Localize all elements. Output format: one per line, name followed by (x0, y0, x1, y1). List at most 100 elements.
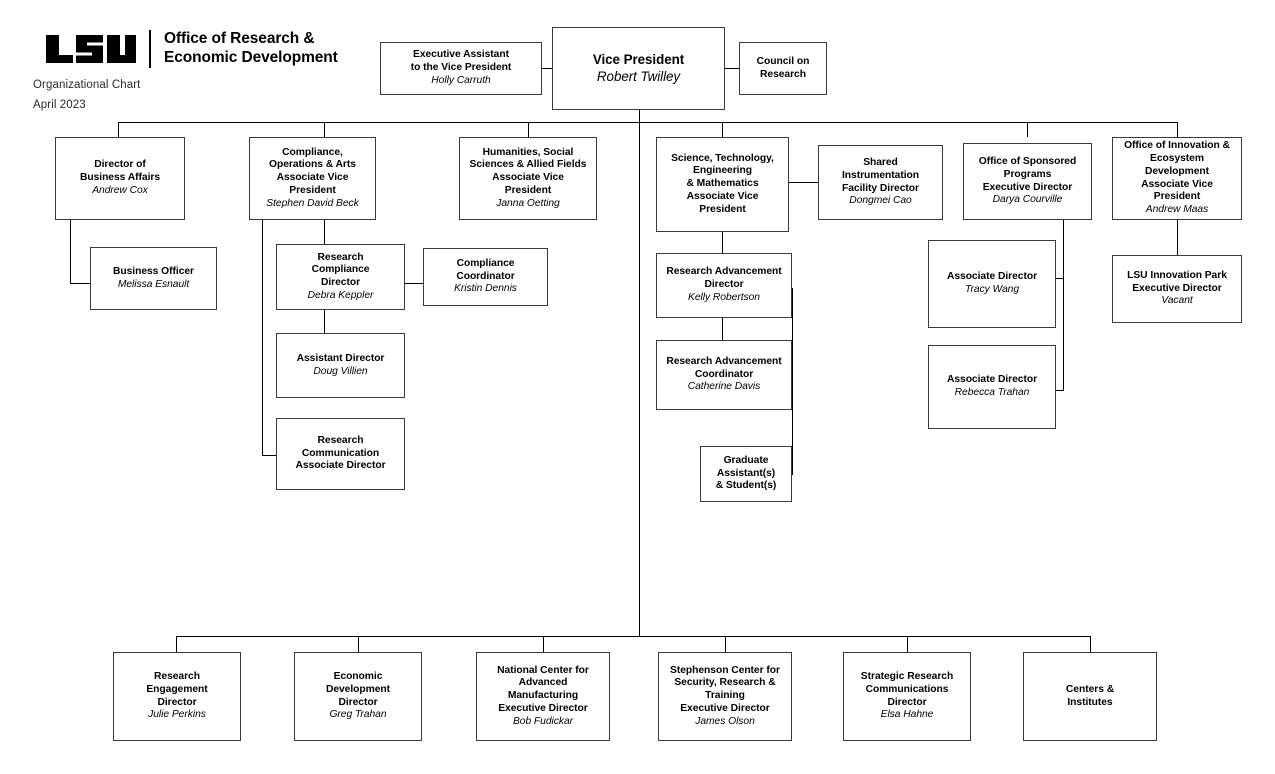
node-compliance-coordinator[interactable]: Compliance Coordinator Kristin Dennis (423, 248, 548, 306)
connector-ba-officer-h (70, 283, 90, 284)
node-title: Compliance, Operations & Arts Associate … (269, 146, 356, 196)
connector-rcd-coordinator (405, 283, 423, 284)
connector-compliance-rcd (324, 220, 325, 244)
chart-subtitle: Organizational Chart (33, 79, 141, 91)
node-centers-institutes[interactable]: Centers & Institutes (1023, 652, 1157, 741)
node-associate-director-trahan[interactable]: Associate Director Rebecca Trahan (928, 345, 1056, 429)
node-person: Debra Keppler (307, 289, 374, 301)
node-vice-president[interactable]: Vice President Robert Twilley (552, 27, 725, 110)
node-stem-avp[interactable]: Science, Technology, Engineering & Mathe… (656, 137, 789, 232)
node-person: Catherine Davis (687, 381, 761, 393)
node-assistant-director[interactable]: Assistant Director Doug Villien (276, 333, 405, 398)
node-title: Research Engagement Director (146, 671, 208, 708)
node-title: Office of Innovation & Ecosystem Develop… (1124, 140, 1230, 203)
node-council-on-research[interactable]: Council on Research (739, 42, 827, 95)
node-associate-director-wang[interactable]: Associate Director Tracy Wang (928, 240, 1056, 328)
connector-drop-innovation (1177, 122, 1178, 137)
node-person: Kristin Dennis (454, 283, 517, 295)
node-research-compliance-director[interactable]: Research Compliance Director Debra Keppl… (276, 244, 405, 310)
node-business-affairs[interactable]: Director of Business Affairs Andrew Cox (55, 137, 185, 220)
connector-vp-drop (639, 110, 640, 122)
node-innovation-park[interactable]: LSU Innovation Park Executive Director V… (1112, 255, 1242, 323)
logo-title-line2: Economic Development (164, 49, 338, 66)
node-title: National Center for Advanced Manufacturi… (497, 664, 589, 714)
node-title: Strategic Research Communications Direct… (860, 671, 954, 708)
node-shared-instrumentation[interactable]: Shared Instrumentation Facility Director… (818, 145, 943, 220)
lsu-wordmark-logo (46, 35, 136, 63)
node-title: Research Communication Associate Directo… (295, 434, 386, 472)
connector-stem-rad (722, 232, 723, 253)
connector-compliance-spine (262, 220, 263, 455)
connector-assoc-dir-wang (1055, 278, 1064, 279)
chart-header: Office of Research &Economic Development… (0, 0, 380, 111)
connector-rad-spine (792, 288, 793, 474)
node-person: Greg Trahan (329, 709, 387, 721)
connector-drop-ncam (543, 636, 544, 652)
node-ncam[interactable]: National Center for Advanced Manufacturi… (476, 652, 610, 741)
node-title: Director of Business Affairs (79, 159, 161, 184)
node-title: Research Compliance Director (311, 251, 370, 288)
node-person: Andrew Maas (1145, 203, 1209, 215)
connector-rcd-assistant (324, 310, 325, 333)
connector-drop-strategic-comm (907, 636, 908, 652)
node-title: Science, Technology, Engineering & Mathe… (671, 152, 774, 215)
logo-office-title: Office of Research &Economic Development (164, 30, 338, 68)
node-research-advancement-coordinator[interactable]: Research Advancement Coordinator Catheri… (656, 340, 792, 410)
connector-sponsored-spine (1063, 220, 1064, 390)
node-research-engagement[interactable]: Research Engagement Director Julie Perki… (113, 652, 241, 741)
connector-drop-stephenson (725, 636, 726, 652)
node-person: Doug Villien (313, 365, 368, 377)
connector-main-bus (118, 122, 1178, 123)
connector-assoc-dir-trahan (1055, 390, 1064, 391)
node-title: Office of Sponsored Programs Executive D… (978, 156, 1077, 193)
connector-vp-council (725, 68, 739, 69)
node-title: Assistant Director (296, 352, 385, 364)
node-person: Kelly Robertson (688, 291, 760, 303)
node-research-advancement-director[interactable]: Research Advancement Director Kelly Robe… (656, 253, 792, 318)
node-title: Executive Assistant to the Vice Presiden… (410, 49, 512, 74)
node-innovation-avp[interactable]: Office of Innovation & Ecosystem Develop… (1112, 137, 1242, 220)
connector-ba-officer-v (70, 220, 71, 283)
node-graduate-assistants[interactable]: Graduate Assistant(s) & Student(s) (700, 446, 792, 502)
node-business-officer[interactable]: Business Officer Melissa Esnault (90, 247, 217, 310)
connector-bottom-bus (176, 636, 1091, 637)
node-title: Economic Development Director (325, 671, 391, 708)
lsu-logo-lockup: Office of Research &Economic Development (45, 30, 338, 68)
node-person: Tracy Wang (964, 284, 1020, 295)
node-title: Compliance Coordinator (456, 257, 515, 282)
node-person: Andrew Cox (92, 184, 148, 196)
node-person: Elsa Hahne (880, 709, 934, 721)
node-person: Holly Carruth (431, 74, 491, 86)
node-stephenson-center[interactable]: Stephenson Center for Security, Research… (658, 652, 792, 741)
node-sponsored-programs[interactable]: Office of Sponsored Programs Executive D… (963, 143, 1092, 220)
connector-bottom-trunk (639, 122, 640, 636)
node-strategic-communications[interactable]: Strategic Research Communications Direct… (843, 652, 971, 741)
connector-drop-stem (722, 122, 723, 137)
connector-drop-business-affairs (118, 122, 119, 137)
node-economic-development[interactable]: Economic Development Director Greg Traha… (294, 652, 422, 741)
node-title: Associate Director (946, 374, 1038, 386)
node-person: Vacant (1161, 295, 1193, 307)
node-title: Centers & Institutes (1065, 683, 1115, 708)
logo-title-line1: Office of Research & (164, 30, 315, 48)
connector-stem-shared (788, 182, 818, 183)
node-research-communication[interactable]: Research Communication Associate Directo… (276, 418, 405, 490)
connector-drop-centers (1090, 636, 1091, 652)
node-title: Humanities, Social Sciences & Allied Fie… (469, 146, 587, 196)
node-title: Stephenson Center for Security, Research… (670, 664, 780, 714)
node-person: Darya Courville (992, 194, 1063, 206)
node-executive-assistant[interactable]: Executive Assistant to the Vice Presiden… (380, 42, 542, 95)
connector-drop-humanities (528, 122, 529, 137)
node-title: LSU Innovation Park Executive Director (1127, 269, 1227, 294)
node-humanities-avp[interactable]: Humanities, Social Sciences & Allied Fie… (459, 137, 597, 220)
connector-drop-compliance (324, 122, 325, 137)
node-title: Associate Director (946, 271, 1038, 283)
node-title: Research Advancement Coordinator (666, 355, 782, 380)
node-title: Shared Instrumentation Facility Director (841, 157, 920, 194)
connector-ea-vp (541, 68, 553, 69)
node-compliance-avp[interactable]: Compliance, Operations & Arts Associate … (249, 137, 376, 220)
connector-drop-research-engagement (176, 636, 177, 652)
logo-divider (149, 30, 151, 68)
node-person: Rebecca Trahan (954, 387, 1030, 398)
